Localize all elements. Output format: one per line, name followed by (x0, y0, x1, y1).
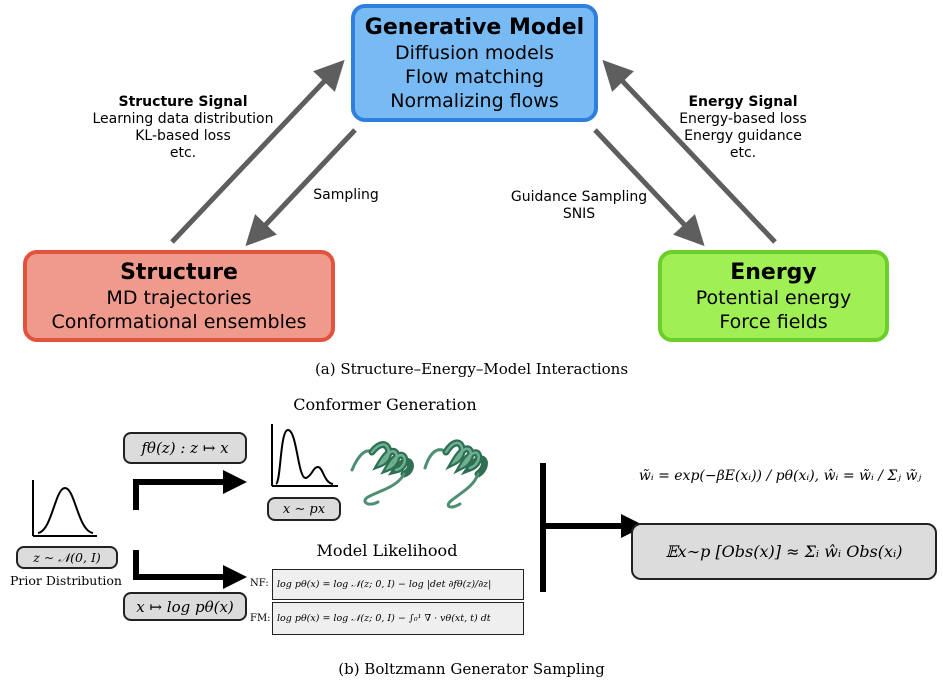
energy-signal-line: Energy-based loss (679, 111, 807, 127)
prior-distribution-label: Prior Distribution (10, 573, 122, 588)
energy-title: Energy (730, 259, 817, 285)
arrow-energy-to-model (602, 59, 777, 244)
structure-signal-title: Structure Signal (118, 94, 248, 110)
conformer-generation-title: Conformer Generation (293, 395, 477, 414)
energy-signal-label: Energy Signal Energy-based loss Energy g… (663, 94, 823, 162)
structure-signal-line: etc. (169, 145, 197, 161)
likelihood-map-pill: x ↦ log pθ(x) (123, 592, 247, 621)
arrow-model-to-structure (245, 128, 357, 247)
nf-formula: log pθ(x) = log 𝒩(z; 0, I) − log |det ∂f… (272, 569, 524, 600)
fm-formula: log pθ(x) = log 𝒩(z; 0, I) − ∫₀¹ ∇ · vθ(… (272, 602, 524, 635)
sample-distribution-plot (271, 424, 338, 487)
importance-weights-formula: w̃ᵢ = exp(−βE(xᵢ)) / pθ(xᵢ), ŵᵢ = w̃ᵢ / … (638, 468, 922, 484)
estimator-formula-box: 𝔼x∼p [Obs(x)] ≈ Σᵢ ŵᵢ Obs(xᵢ) (631, 523, 937, 580)
generative-model-box: Generative Model Diffusion models Flow m… (351, 4, 598, 122)
prior-sample-pill: z ∼ 𝒩(0, I) (16, 546, 118, 569)
sample-x-pill: x ∼ px (267, 497, 341, 521)
arrow-prior-to-likelihood (133, 550, 247, 589)
fm-label: FM: (250, 613, 271, 624)
energy-line: Potential energy (695, 286, 852, 309)
arrow-model-to-energy (593, 128, 705, 247)
structure-box: Structure MD trajectories Conformational… (23, 250, 335, 342)
generative-model-title: Generative Model (364, 14, 585, 40)
protein-conformer-icon (350, 441, 414, 506)
prior-gaussian-plot (32, 480, 97, 537)
structure-title: Structure (120, 259, 238, 285)
energy-line: Force fields (719, 310, 828, 333)
arrow-structure-to-model (170, 59, 345, 244)
guidance-sampling-label: Guidance Sampling SNIS (504, 189, 654, 223)
protein-conformer-icon (423, 439, 488, 509)
arrow-prior-to-generation (133, 470, 247, 510)
structure-signal-label: Structure Signal Learning data distribut… (88, 94, 278, 162)
structure-signal-line: KL-based loss (135, 128, 231, 144)
generative-model-line: Diffusion models (395, 41, 554, 64)
energy-signal-line: etc. (729, 145, 757, 161)
guidance-sampling-line: Guidance Sampling (510, 189, 648, 205)
energy-box: Energy Potential energy Force fields (658, 250, 889, 342)
structure-signal-line: Learning data distribution (92, 111, 274, 127)
nf-label: NF: (250, 578, 269, 589)
likelihood-formulas: NF: log pθ(x) = log 𝒩(z; 0, I) − log |de… (250, 565, 524, 635)
structure-line: Conformational ensembles (51, 310, 307, 333)
generative-model-line: Flow matching (405, 65, 544, 88)
caption-b: (b) Boltzmann Generator Sampling (338, 660, 605, 678)
flow-map-pill: fθ(z) : z ↦ x (123, 432, 247, 464)
energy-signal-line: Energy guidance (684, 128, 802, 144)
sampling-label: Sampling (313, 187, 379, 203)
generative-model-line: Normalizing flows (390, 89, 559, 112)
model-likelihood-title: Model Likelihood (316, 541, 458, 560)
structure-line: MD trajectories (106, 286, 252, 309)
guidance-sampling-line: SNIS (562, 206, 596, 222)
energy-signal-title: Energy Signal (688, 94, 798, 110)
caption-a: (a) Structure–Energy–Model Interactions (314, 360, 629, 378)
